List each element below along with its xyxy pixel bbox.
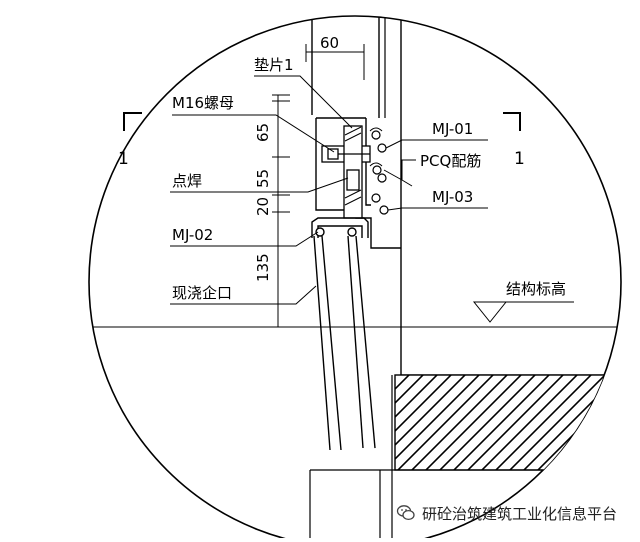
- bolt-assembly: [321, 125, 371, 219]
- label-shim: 垫片1: [254, 56, 294, 74]
- dim-d4: 135: [254, 253, 272, 282]
- section-mark-left: 1: [118, 149, 129, 169]
- rebar-brackets: [369, 127, 383, 167]
- wechat-logo-icon: [396, 505, 415, 521]
- shim-hatch: [344, 126, 362, 206]
- leader-lines: [170, 75, 488, 305]
- label-spot-weld: 点焊: [172, 172, 202, 190]
- dim-d1: 65: [254, 123, 272, 142]
- watermark-text: 研砼治筑建筑工业化信息平台: [422, 504, 618, 523]
- section-mark-right: 1: [514, 149, 525, 169]
- label-cast-edge: 现浇企口: [172, 284, 232, 302]
- label-nut: M16螺母: [172, 94, 234, 112]
- inclined-rods: [313, 235, 376, 451]
- clipped-structure: [89, 16, 621, 538]
- label-mj02: MJ-02: [172, 226, 213, 244]
- elevation-symbol: [472, 301, 574, 323]
- dim-d3: 20: [254, 197, 272, 216]
- section-marks: [123, 112, 521, 131]
- label-mj01: MJ-01: [432, 120, 473, 138]
- horizontal-dimension-line: [305, 44, 365, 80]
- label-pcq: PCQ配筋: [420, 152, 481, 170]
- watermark: 研砼治筑建筑工业化信息平台: [396, 500, 617, 526]
- vertical-dimension-line: [272, 94, 290, 328]
- mj02-connector: [311, 217, 369, 238]
- rebar-circles: [371, 130, 389, 215]
- label-elevation: 结构标高: [506, 280, 566, 298]
- detail-circle: [88, 15, 622, 542]
- label-mj03: MJ-03: [432, 188, 473, 206]
- dim-d2: 55: [254, 169, 272, 188]
- dim-top-width: 60: [320, 34, 339, 52]
